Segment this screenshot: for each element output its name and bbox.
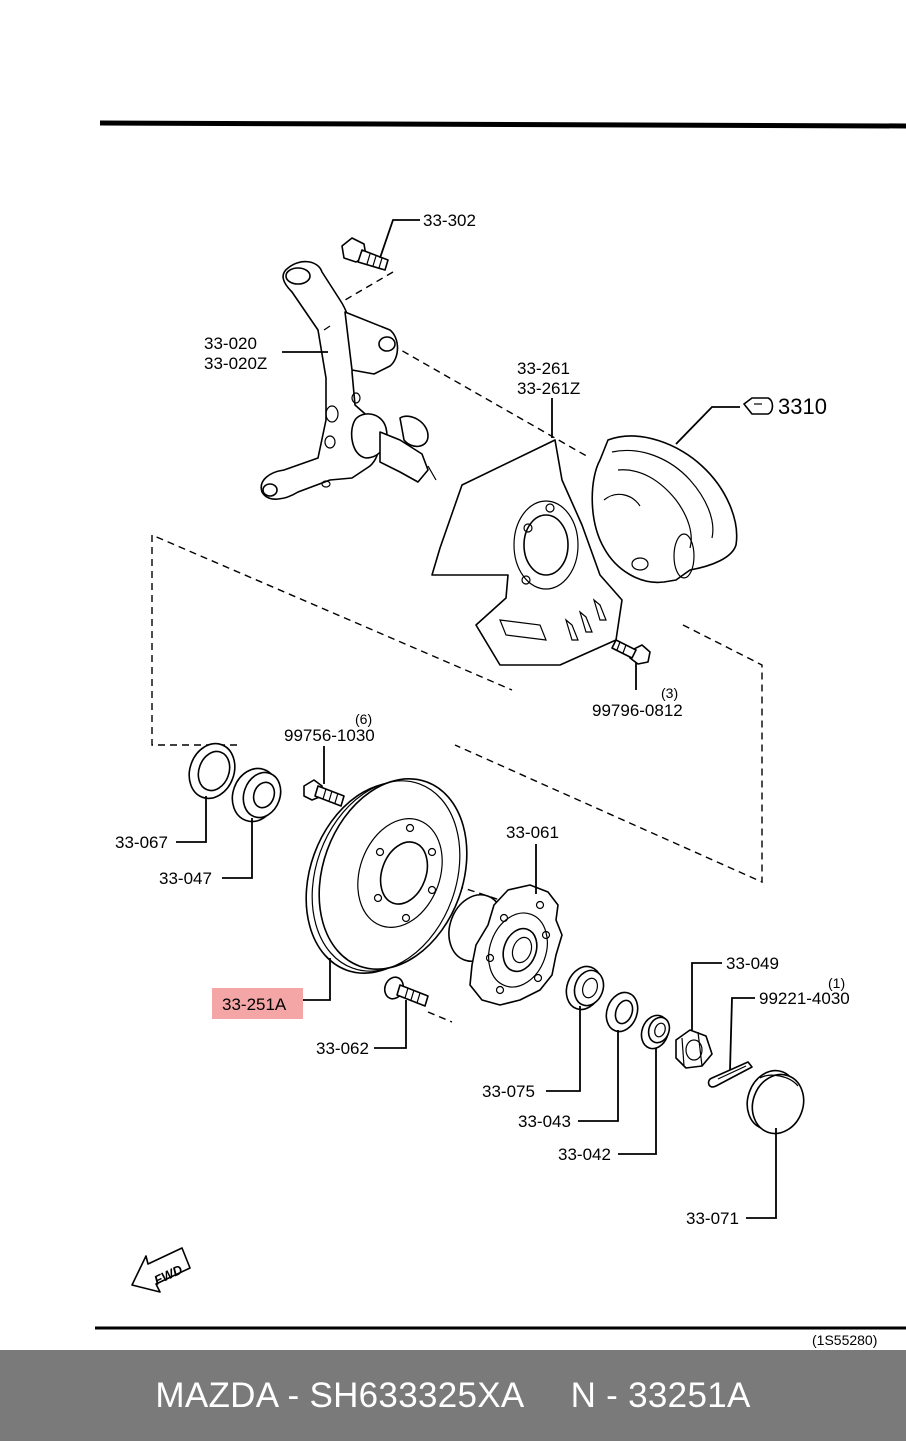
steering-knuckle[interactable] (260, 260, 437, 500)
caliper-reference-icon (743, 397, 774, 415)
grease-seal[interactable] (182, 737, 242, 805)
label-knuckle: 33-020 (204, 334, 257, 353)
label-hub-cap: 33-071 (686, 1209, 739, 1228)
part-number-caption: MAZDA - SH633325XA (155, 1375, 525, 1415)
disc-bolt[interactable] (303, 779, 345, 807)
label-cover-bolt-qty: (3) (661, 685, 678, 701)
wheel-hub[interactable] (440, 884, 563, 1006)
label-knuckle-alt: 33-020Z (204, 354, 267, 373)
brake-caliper[interactable] (591, 435, 738, 584)
highlight-disc-label (212, 988, 303, 1019)
top-rule (99, 120, 906, 129)
callout-reference-caption: N - 33251A (570, 1375, 751, 1415)
castle-nut[interactable] (675, 1029, 713, 1069)
dust-cover[interactable] (431, 439, 623, 666)
label-disc-bolt: 99756-1030 (284, 726, 375, 745)
knuckle-bolt[interactable] (341, 237, 389, 271)
exploded-parts-diagram: 33-302 33-020 33-020Z 33-261 33-261Z 331… (95, 120, 906, 1348)
forward-arrow: FWD (131, 1247, 191, 1293)
label-caliper: 3310 (778, 394, 827, 419)
hub-cap[interactable] (739, 1064, 812, 1141)
cotter-pin[interactable] (707, 1061, 753, 1088)
outer-bearing[interactable] (561, 962, 609, 1015)
label-lock-nut: 33-042 (558, 1145, 611, 1164)
part-caption-bar: MAZDA - SH633325XA N - 33251A (0, 1350, 906, 1441)
washer[interactable] (601, 988, 643, 1036)
label-cotter-pin-qty: (1) (828, 975, 845, 991)
label-hub: 33-061 (506, 823, 559, 842)
leader-lines (176, 219, 777, 1219)
label-disc: 33-251A (222, 995, 287, 1014)
diagram-reference-code: (1S55280) (812, 1332, 877, 1348)
label-seal: 33-067 (115, 833, 168, 852)
lock-nut[interactable] (637, 1012, 673, 1053)
label-cotter-pin: 99221-4030 (759, 989, 850, 1008)
label-washer: 33-043 (518, 1112, 571, 1131)
label-dust-cover-alt: 33-261Z (517, 379, 580, 398)
label-cover-bolt: 99796-0812 (592, 701, 683, 720)
label-dust-cover: 33-261 (517, 359, 570, 378)
label-outer-bearing: 33-075 (482, 1082, 535, 1101)
inner-bearing[interactable] (225, 762, 287, 828)
label-inner-bearing: 33-047 (159, 869, 212, 888)
label-nut: 33-049 (726, 954, 779, 973)
brake-disc[interactable] (281, 758, 493, 994)
label-knuckle-bolt: 33-302 (423, 211, 476, 230)
label-disc-bolt-qty: (6) (355, 711, 372, 727)
label-hub-bolt: 33-062 (316, 1039, 369, 1058)
hub-bolt[interactable] (382, 975, 429, 1007)
dust-cover-bolt[interactable] (611, 639, 651, 665)
